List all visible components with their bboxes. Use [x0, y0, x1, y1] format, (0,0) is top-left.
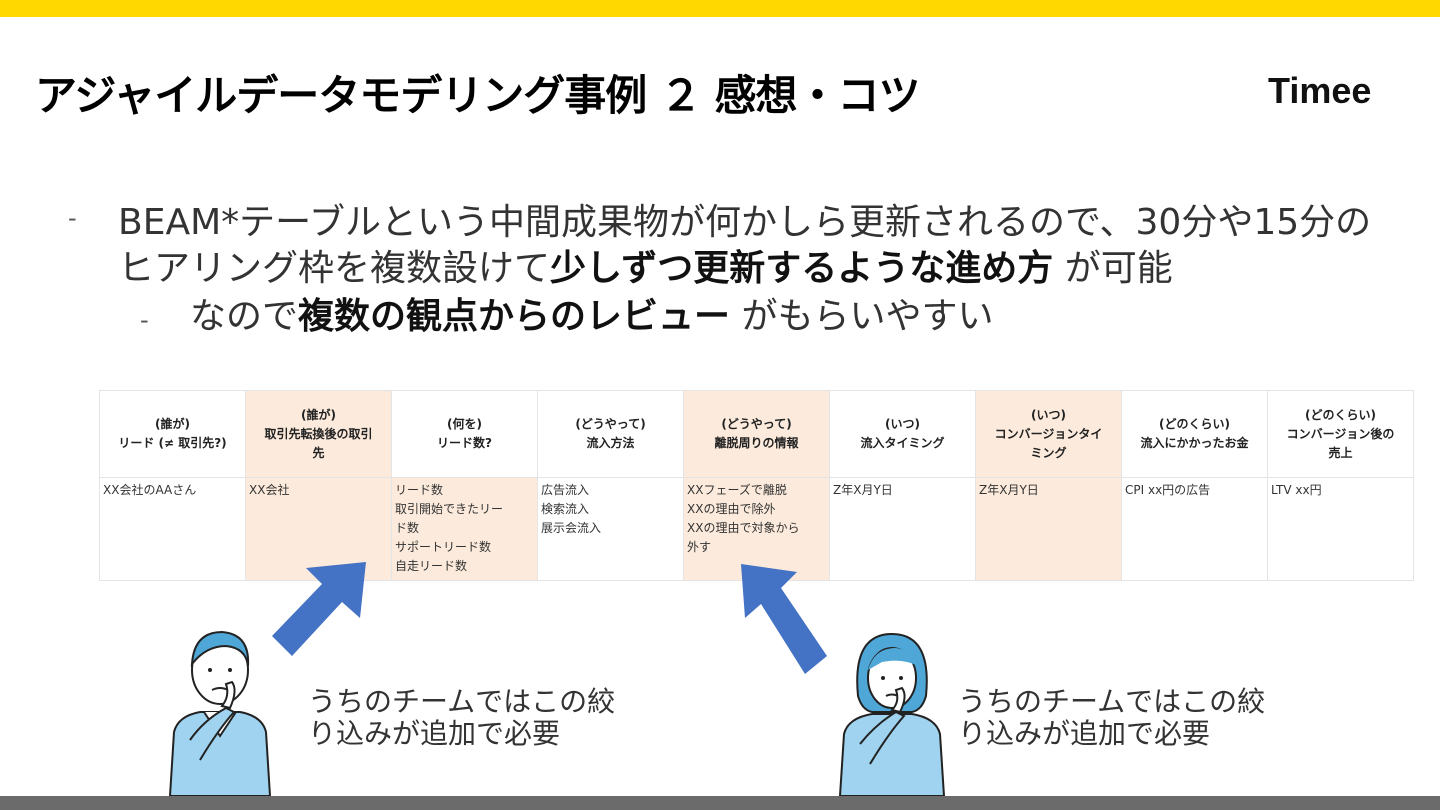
- table-cell: Z年X月Y日: [829, 477, 976, 581]
- header-text: ミング: [1030, 445, 1067, 460]
- comment-left: うちのチームではこの絞 り込みが追加で必要: [308, 686, 615, 750]
- comment-left-line1: うちのチームではこの絞: [308, 685, 616, 718]
- table-cell: リード数取引開始できたリード数サポートリード数自走リード数: [391, 477, 538, 581]
- cell-text: 展示会流入: [541, 521, 602, 535]
- table-header-cell: (いつ) 流入タイミング: [829, 390, 976, 478]
- header-text: (いつ): [885, 417, 920, 431]
- header-text: (どのくらい): [1159, 417, 1230, 431]
- beam-table: (誰が) リード (≠ 取引先?) (誰が) 取引先転換後の取引先 (何を) リード数…: [99, 390, 1414, 581]
- cell-text: ド数: [395, 521, 420, 535]
- comment-right-line1: うちのチームではこの絞: [958, 685, 1266, 718]
- cell-text: 検索流入: [541, 502, 590, 516]
- table-header-row: (誰が) リード (≠ 取引先?) (誰が) 取引先転換後の取引先 (何を) リード数…: [99, 390, 1414, 478]
- bullet-main-line1: BEAM*テーブルという中間成果物が何かしら更新されるので、30分や15分の: [118, 202, 1372, 243]
- header-text: 先: [312, 445, 325, 460]
- cell-text: 外す: [687, 540, 712, 554]
- header-text: 売上: [1328, 445, 1353, 460]
- table-header-cell: (誰が) リード (≠ 取引先?): [99, 390, 246, 478]
- timee-logo: Timee: [1268, 70, 1372, 111]
- top-accent-bar: [0, 0, 1440, 17]
- table-header-cell: (誰が) 取引先転換後の取引先: [245, 390, 392, 478]
- bullet-main-line2: ヒアリング枠を複数設けて少しずつ更新するような進め方 が可能: [118, 246, 1173, 292]
- comment-right: うちのチームではこの絞 り込みが追加で必要: [958, 686, 1265, 750]
- bottom-bar: [0, 796, 1440, 810]
- bullet-sub-prefix: なので: [190, 296, 299, 337]
- cell-text: XXの理由で対象から: [687, 521, 800, 535]
- header-text: 離脱周りの情報: [714, 436, 799, 450]
- thinking-man-icon: [168, 630, 272, 796]
- table-cell: XX会社のAAさん: [99, 477, 246, 581]
- header-text: (どのくらい): [1305, 407, 1376, 422]
- cell-text: 広告流入: [541, 483, 590, 497]
- cell-text: XX会社: [249, 483, 290, 497]
- bullet-main-line2-suffix: が可能: [1053, 248, 1173, 289]
- header-text: リード数?: [437, 436, 492, 450]
- table-cell: 広告流入検索流入展示会流入: [537, 477, 684, 581]
- bullet-sub-suffix: がもらいやすい: [730, 296, 994, 337]
- cell-text: 取引開始できたリー: [395, 502, 504, 516]
- table-header-cell: (どうやって) 離脱周りの情報: [683, 390, 830, 478]
- header-text: 取引先転換後の取引: [264, 426, 373, 441]
- thinking-woman-icon: [838, 632, 946, 796]
- table-header-cell: (何を) リード数?: [391, 390, 538, 478]
- table-cell: XXフェーズで離脱 XXの理由で除外 XXの理由で対象から外す: [683, 477, 830, 581]
- header-text: (何を): [447, 417, 482, 431]
- bullet-main-line2-prefix: ヒアリング枠を複数設けて: [118, 248, 551, 289]
- bullet-sub-dash: -: [140, 306, 149, 334]
- bullet-main-line2-bold: 少しずつ更新するような進め方: [550, 248, 1054, 289]
- cell-text: XXフェーズで離脱: [687, 483, 787, 497]
- table-header-cell: (どうやって) 流入方法: [537, 390, 684, 478]
- table-cell: XX会社: [245, 477, 392, 581]
- cell-text: 自走リード数: [395, 559, 468, 573]
- header-text: (いつ): [1031, 407, 1066, 422]
- header-text: (どうやって): [721, 417, 792, 431]
- table-cell: CPI xx円の広告: [1121, 477, 1268, 581]
- arrow-up-left-icon: [741, 564, 827, 674]
- bullet-sub-line: なので複数の観点からのレビュー がもらいやすい: [190, 294, 993, 340]
- cell-text: Z年X月Y日: [979, 483, 1039, 497]
- arrow-up-right-icon: [272, 562, 366, 656]
- cell-text: XX会社のAAさん: [103, 483, 197, 497]
- bullet-dash: -: [68, 204, 77, 232]
- slide-title: アジャイルデータモデリング事例 ２ 感想・コツ: [35, 71, 920, 120]
- header-text: (誰が): [301, 407, 336, 422]
- cell-text: LTV xx円: [1271, 483, 1322, 497]
- cell-text: CPI xx円の広告: [1125, 483, 1211, 497]
- table-cell: LTV xx円: [1267, 477, 1414, 581]
- comment-right-line2: り込みが追加で必要: [958, 717, 1211, 750]
- header-text: (どうやって): [575, 417, 646, 431]
- bullet-sub-bold: 複数の観点からのレビュー: [298, 296, 731, 337]
- comment-left-line2: り込みが追加で必要: [308, 717, 561, 750]
- cell-text: リード数: [395, 483, 444, 497]
- table-cell: Z年X月Y日: [975, 477, 1122, 581]
- cell-text: Z年X月Y日: [833, 483, 893, 497]
- header-text: コンバージョン後の: [1286, 426, 1395, 441]
- header-text: コンバージョンタイ: [994, 426, 1103, 441]
- header-text: リード (≠ 取引先?): [118, 436, 227, 450]
- cell-text: サポートリード数: [395, 540, 492, 554]
- table-header-cell: (どのくらい) コンバージョン後の売上: [1267, 390, 1414, 478]
- header-text: 流入タイミング: [860, 436, 945, 450]
- cell-text: XXの理由で除外: [687, 502, 776, 516]
- header-text: 流入方法: [586, 436, 635, 450]
- header-text: 流入にかかったお金: [1140, 436, 1249, 450]
- table-header-cell: (どのくらい) 流入にかかったお金: [1121, 390, 1268, 478]
- header-text: (誰が): [155, 417, 190, 431]
- table-row: XX会社のAAさん XX会社 リード数取引開始できたリード数サポートリード数自走…: [99, 477, 1414, 581]
- table-header-cell: (いつ) コンバージョンタイミング: [975, 390, 1122, 478]
